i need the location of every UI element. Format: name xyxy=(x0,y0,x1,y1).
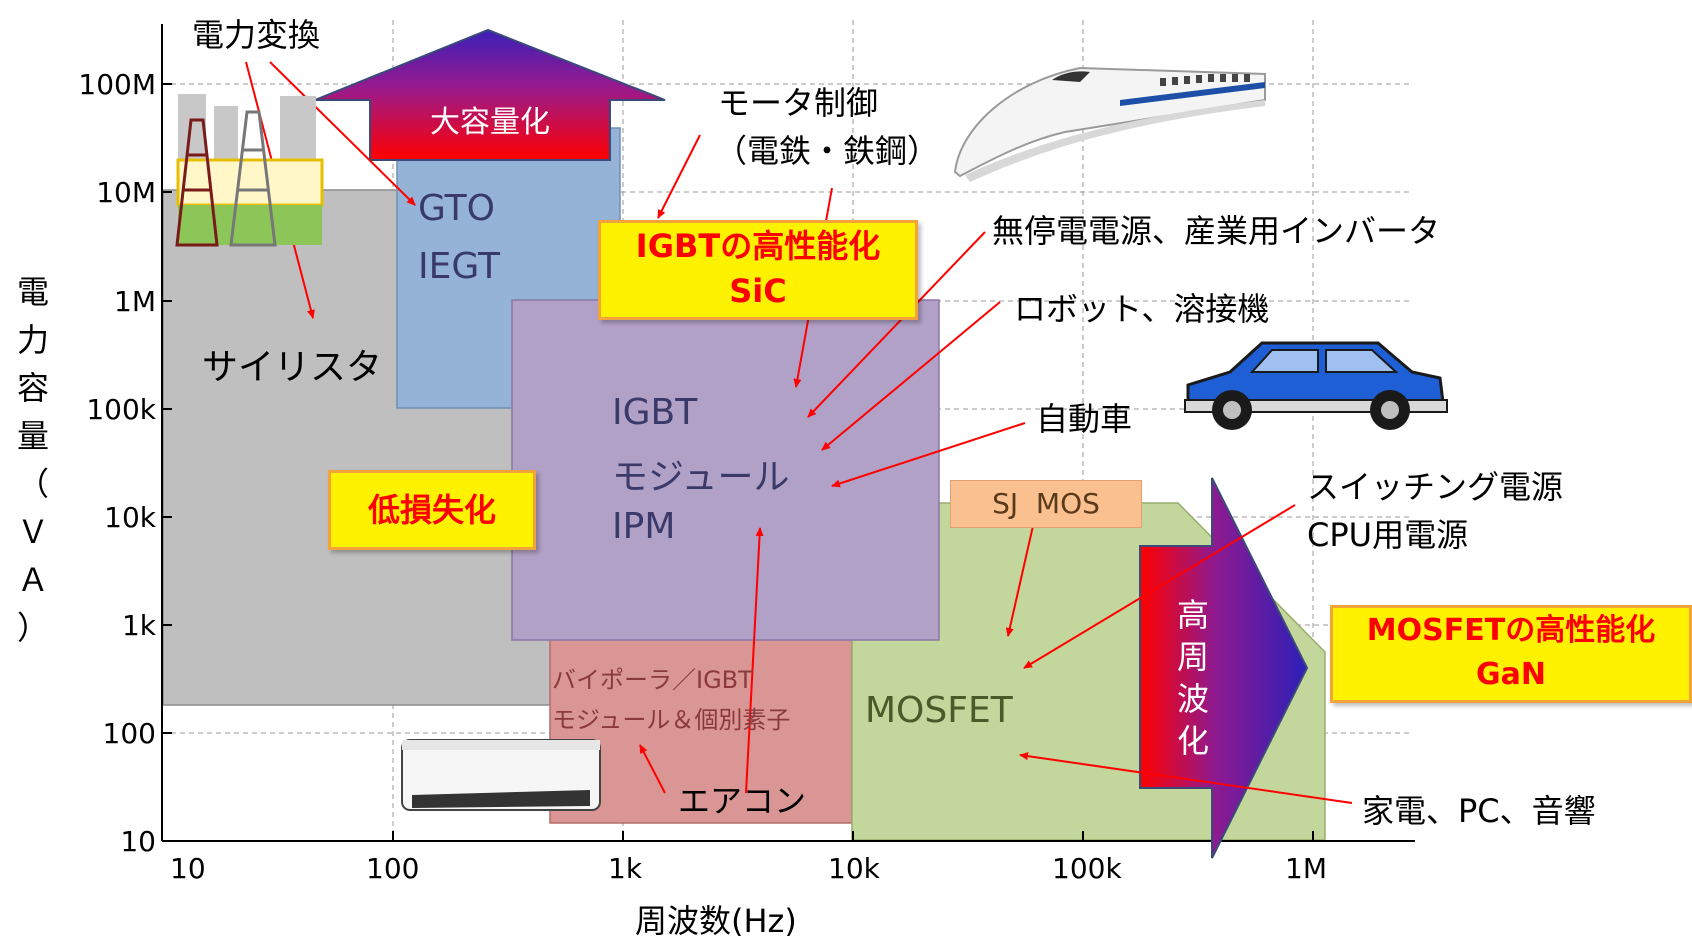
motor-control-sub-label: （電鉄・鉄鋼） xyxy=(715,132,940,170)
mosfet-label: MOSFET xyxy=(865,690,1013,731)
mosfet-performance-box: MOSFETの高性能化 GaN xyxy=(1330,605,1692,703)
igbt-performance-sic: SiC xyxy=(729,272,787,310)
motor-control-label: モータ制御 xyxy=(718,84,879,122)
y-tick-1M: 1M xyxy=(114,285,156,318)
right-arrow-char: 化 xyxy=(1176,722,1209,760)
right-arrow-char: 高 xyxy=(1176,596,1209,634)
discrete-label: モジュール＆個別素子 xyxy=(552,706,791,734)
up-arrow-capacity xyxy=(314,28,666,161)
igbt-performance-title: IGBTの高性能化 xyxy=(635,227,881,265)
ups-label: 無停電電源、産業用インバータ xyxy=(992,212,1441,250)
ipm-label: IPM xyxy=(612,506,676,547)
cpu-power-label: CPU用電源 xyxy=(1307,516,1469,554)
x-tick-100k: 100k xyxy=(1052,852,1122,885)
x-tick-1M: 1M xyxy=(1285,852,1327,885)
y-tick-100k: 100k xyxy=(86,393,156,426)
x-axis-title: 周波数(Hz) xyxy=(635,902,797,940)
y-title-char: 力 xyxy=(16,321,49,359)
power-plant-icon xyxy=(175,94,324,247)
y-title-char: Ｖ xyxy=(16,513,49,551)
iegt-label: IEGT xyxy=(418,246,500,287)
switching-power-label: スイッチング電源 xyxy=(1307,468,1564,506)
module-label: モジュール xyxy=(612,457,790,498)
annotation-arrows xyxy=(245,61,1353,804)
y-tick-10: 10 xyxy=(120,825,156,858)
right-arrow-char: 周 xyxy=(1176,638,1209,676)
y-title-char: ） xyxy=(16,609,49,647)
right-arrow-char: 波 xyxy=(1176,680,1209,718)
y-title-char: 容 xyxy=(16,369,49,407)
igbt-region xyxy=(511,299,940,641)
gto-label: GTO xyxy=(418,188,495,229)
car-icon xyxy=(1184,341,1448,430)
sjmos-badge: SJ MOS xyxy=(950,480,1142,528)
air-conditioner-icon xyxy=(401,739,601,811)
axes xyxy=(161,24,1415,842)
up-arrow-label: 大容量化 xyxy=(430,105,550,140)
mosfet-performance-gan: GaN xyxy=(1476,657,1546,692)
x-tick-10k: 10k xyxy=(828,852,880,885)
y-title-char: 電 xyxy=(16,273,49,311)
y-title-char: Ａ xyxy=(16,561,49,599)
robot-label: ロボット、溶接機 xyxy=(1014,290,1270,328)
x-tick-10: 10 xyxy=(170,852,206,885)
igbt-performance-box: IGBTの高性能化 SiC xyxy=(598,220,918,320)
aircon-label: エアコン xyxy=(678,782,807,820)
power-conversion-label: 電力変換 xyxy=(192,16,321,54)
y-title-char: （ xyxy=(16,465,49,503)
car-label: 自動車 xyxy=(1036,400,1133,438)
y-tick-100M: 100M xyxy=(78,68,156,101)
y-tick-10k: 10k xyxy=(104,501,156,534)
y-tick-10M: 10M xyxy=(96,176,156,209)
home-appliance-label: 家電、PC、音響 xyxy=(1362,792,1596,830)
axis-ticks xyxy=(162,83,1314,841)
y-tick-1k: 1k xyxy=(121,609,156,642)
bipolar-label: バイポーラ／IGBT xyxy=(552,666,753,694)
mosfet-performance-title: MOSFETの高性能化 xyxy=(1366,613,1656,648)
x-tick-1k: 1k xyxy=(608,852,643,885)
thyristor-label: サイリスタ xyxy=(202,347,383,388)
low-loss-box: 低損失化 xyxy=(328,470,536,550)
igbt-label: IGBT xyxy=(612,392,698,433)
y-tick-100: 100 xyxy=(102,717,156,750)
y-title-char: 量 xyxy=(16,417,49,455)
x-tick-100: 100 xyxy=(366,852,420,885)
bullet-train-icon xyxy=(953,66,1266,182)
